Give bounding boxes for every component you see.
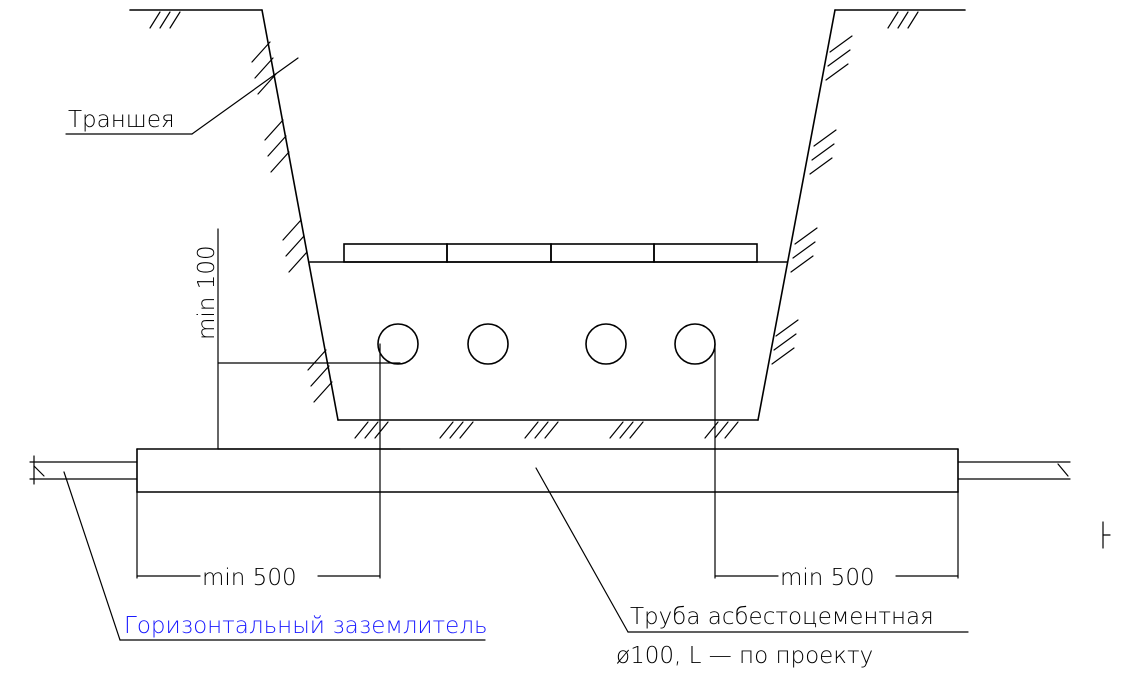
- ground-surface: [129, 9, 966, 29]
- ground-electrode-label: Горизонтальный заземлитель: [124, 613, 488, 639]
- cable-1: [377, 323, 419, 365]
- dimension-min-500-right: [714, 343, 959, 579]
- leader-pipe: [535, 467, 969, 633]
- protective-bricks: [343, 243, 758, 263]
- dimension-min-100: [217, 228, 401, 450]
- leader-trench: [65, 57, 299, 135]
- cables: [377, 323, 716, 365]
- cable-4: [674, 323, 716, 365]
- trench-label: Траншея: [68, 107, 175, 133]
- ground-electrode: [29, 455, 1111, 549]
- left-wall-hatching: [251, 41, 333, 403]
- pipe-label-line-1: Труба асбестоцементная: [630, 604, 934, 630]
- leader-ground-electrode: [63, 471, 486, 641]
- min-100-label: min 100: [194, 245, 220, 340]
- pipe-label-line-2: ø100, L — по проекту: [616, 643, 873, 669]
- right-wall-hatching: [771, 35, 853, 365]
- dimension-min-500-left: [136, 343, 381, 579]
- trench-walls: [261, 9, 836, 421]
- min-500-left-label: min 500: [202, 565, 297, 591]
- cable-2: [467, 323, 509, 365]
- cable-3: [585, 323, 627, 365]
- asbestos-cement-pipe: [136, 448, 959, 493]
- min-500-right-label: min 500: [780, 565, 875, 591]
- trench-bottom-hatching: [354, 421, 739, 439]
